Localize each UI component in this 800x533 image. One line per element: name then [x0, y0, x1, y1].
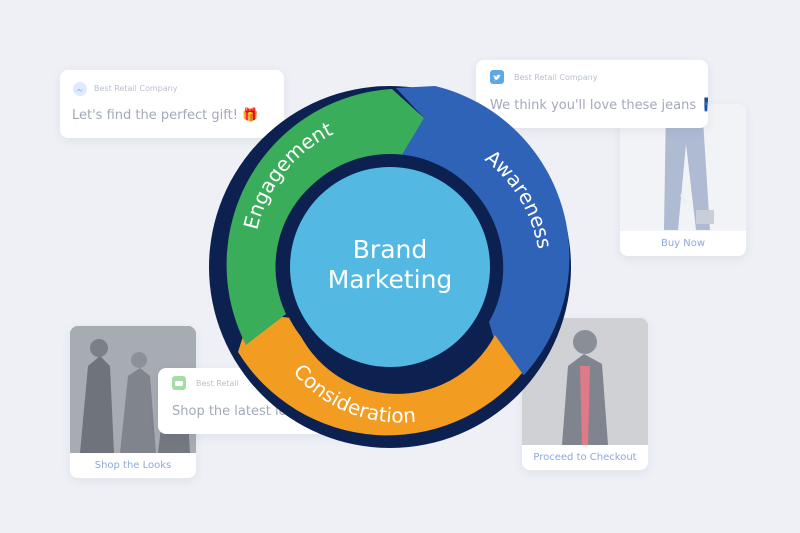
- message-sender: Best Retail Company: [94, 84, 178, 93]
- center-title-line-2: Marketing: [328, 265, 453, 294]
- shop-the-looks-button[interactable]: Shop the Looks: [70, 453, 196, 478]
- twitter-icon: [490, 70, 504, 84]
- sms-icon: [172, 376, 186, 390]
- buy-now-button[interactable]: Buy Now: [620, 231, 746, 256]
- message-sender: Best Retail: [196, 379, 239, 388]
- center-circle: [290, 167, 490, 367]
- message-sender: Best Retail Company: [514, 73, 598, 82]
- message-text: Shop the latest lo: [172, 404, 287, 419]
- message-text: We think you'll love these jeans 👖: [490, 98, 708, 113]
- messenger-icon: [73, 82, 87, 96]
- twitter-message-card[interactable]: Best Retail Company We think you'll love…: [476, 60, 708, 128]
- consideration-segment: [238, 314, 522, 436]
- awareness-segment: [396, 86, 570, 375]
- center-title-line-1: Brand: [353, 235, 427, 264]
- message-text: Let's find the perfect gift! 🎁: [72, 108, 259, 123]
- messenger-message-card[interactable]: Best Retail Company Let's find the perfe…: [60, 70, 284, 138]
- engagement-segment: [226, 89, 424, 345]
- proceed-to-checkout-button[interactable]: Proceed to Checkout: [522, 445, 648, 470]
